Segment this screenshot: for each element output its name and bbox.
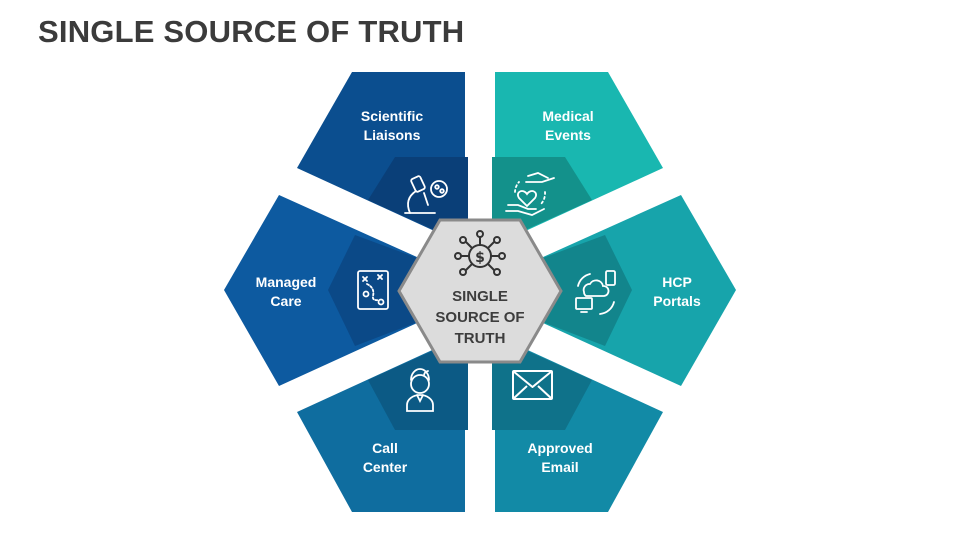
center-hexagon [397, 218, 563, 364]
center-label: SINGLE SOURCE OF TRUTH [435, 288, 525, 347]
inner-block-managed [328, 235, 428, 346]
segment-hcp-portals [532, 195, 736, 386]
strategy-board-icon [357, 270, 389, 310]
label-approved-email: Approved Email [527, 440, 593, 475]
cloud-devices-icon [575, 270, 616, 315]
microscope-icon [404, 175, 448, 214]
label-managed-care: Managed Care [255, 274, 317, 309]
svg-text:$: $ [475, 250, 485, 266]
envelope-icon [512, 370, 553, 400]
segment-managed-care [224, 195, 428, 386]
label-hcp-portals: HCP Portals [653, 274, 701, 309]
label-medical-events: Medical Events [542, 108, 594, 143]
headset-agent-icon [406, 368, 434, 412]
label-scientific-liaisons: Scientific Liaisons [360, 108, 424, 143]
heart-hands-icon [505, 172, 555, 216]
label-call-center: Call Center [362, 440, 408, 475]
dollar-network-icon: $ [454, 230, 506, 276]
inner-block-hcp [532, 235, 632, 346]
page-title: SINGLE SOURCE OF TRUTH [38, 14, 465, 49]
